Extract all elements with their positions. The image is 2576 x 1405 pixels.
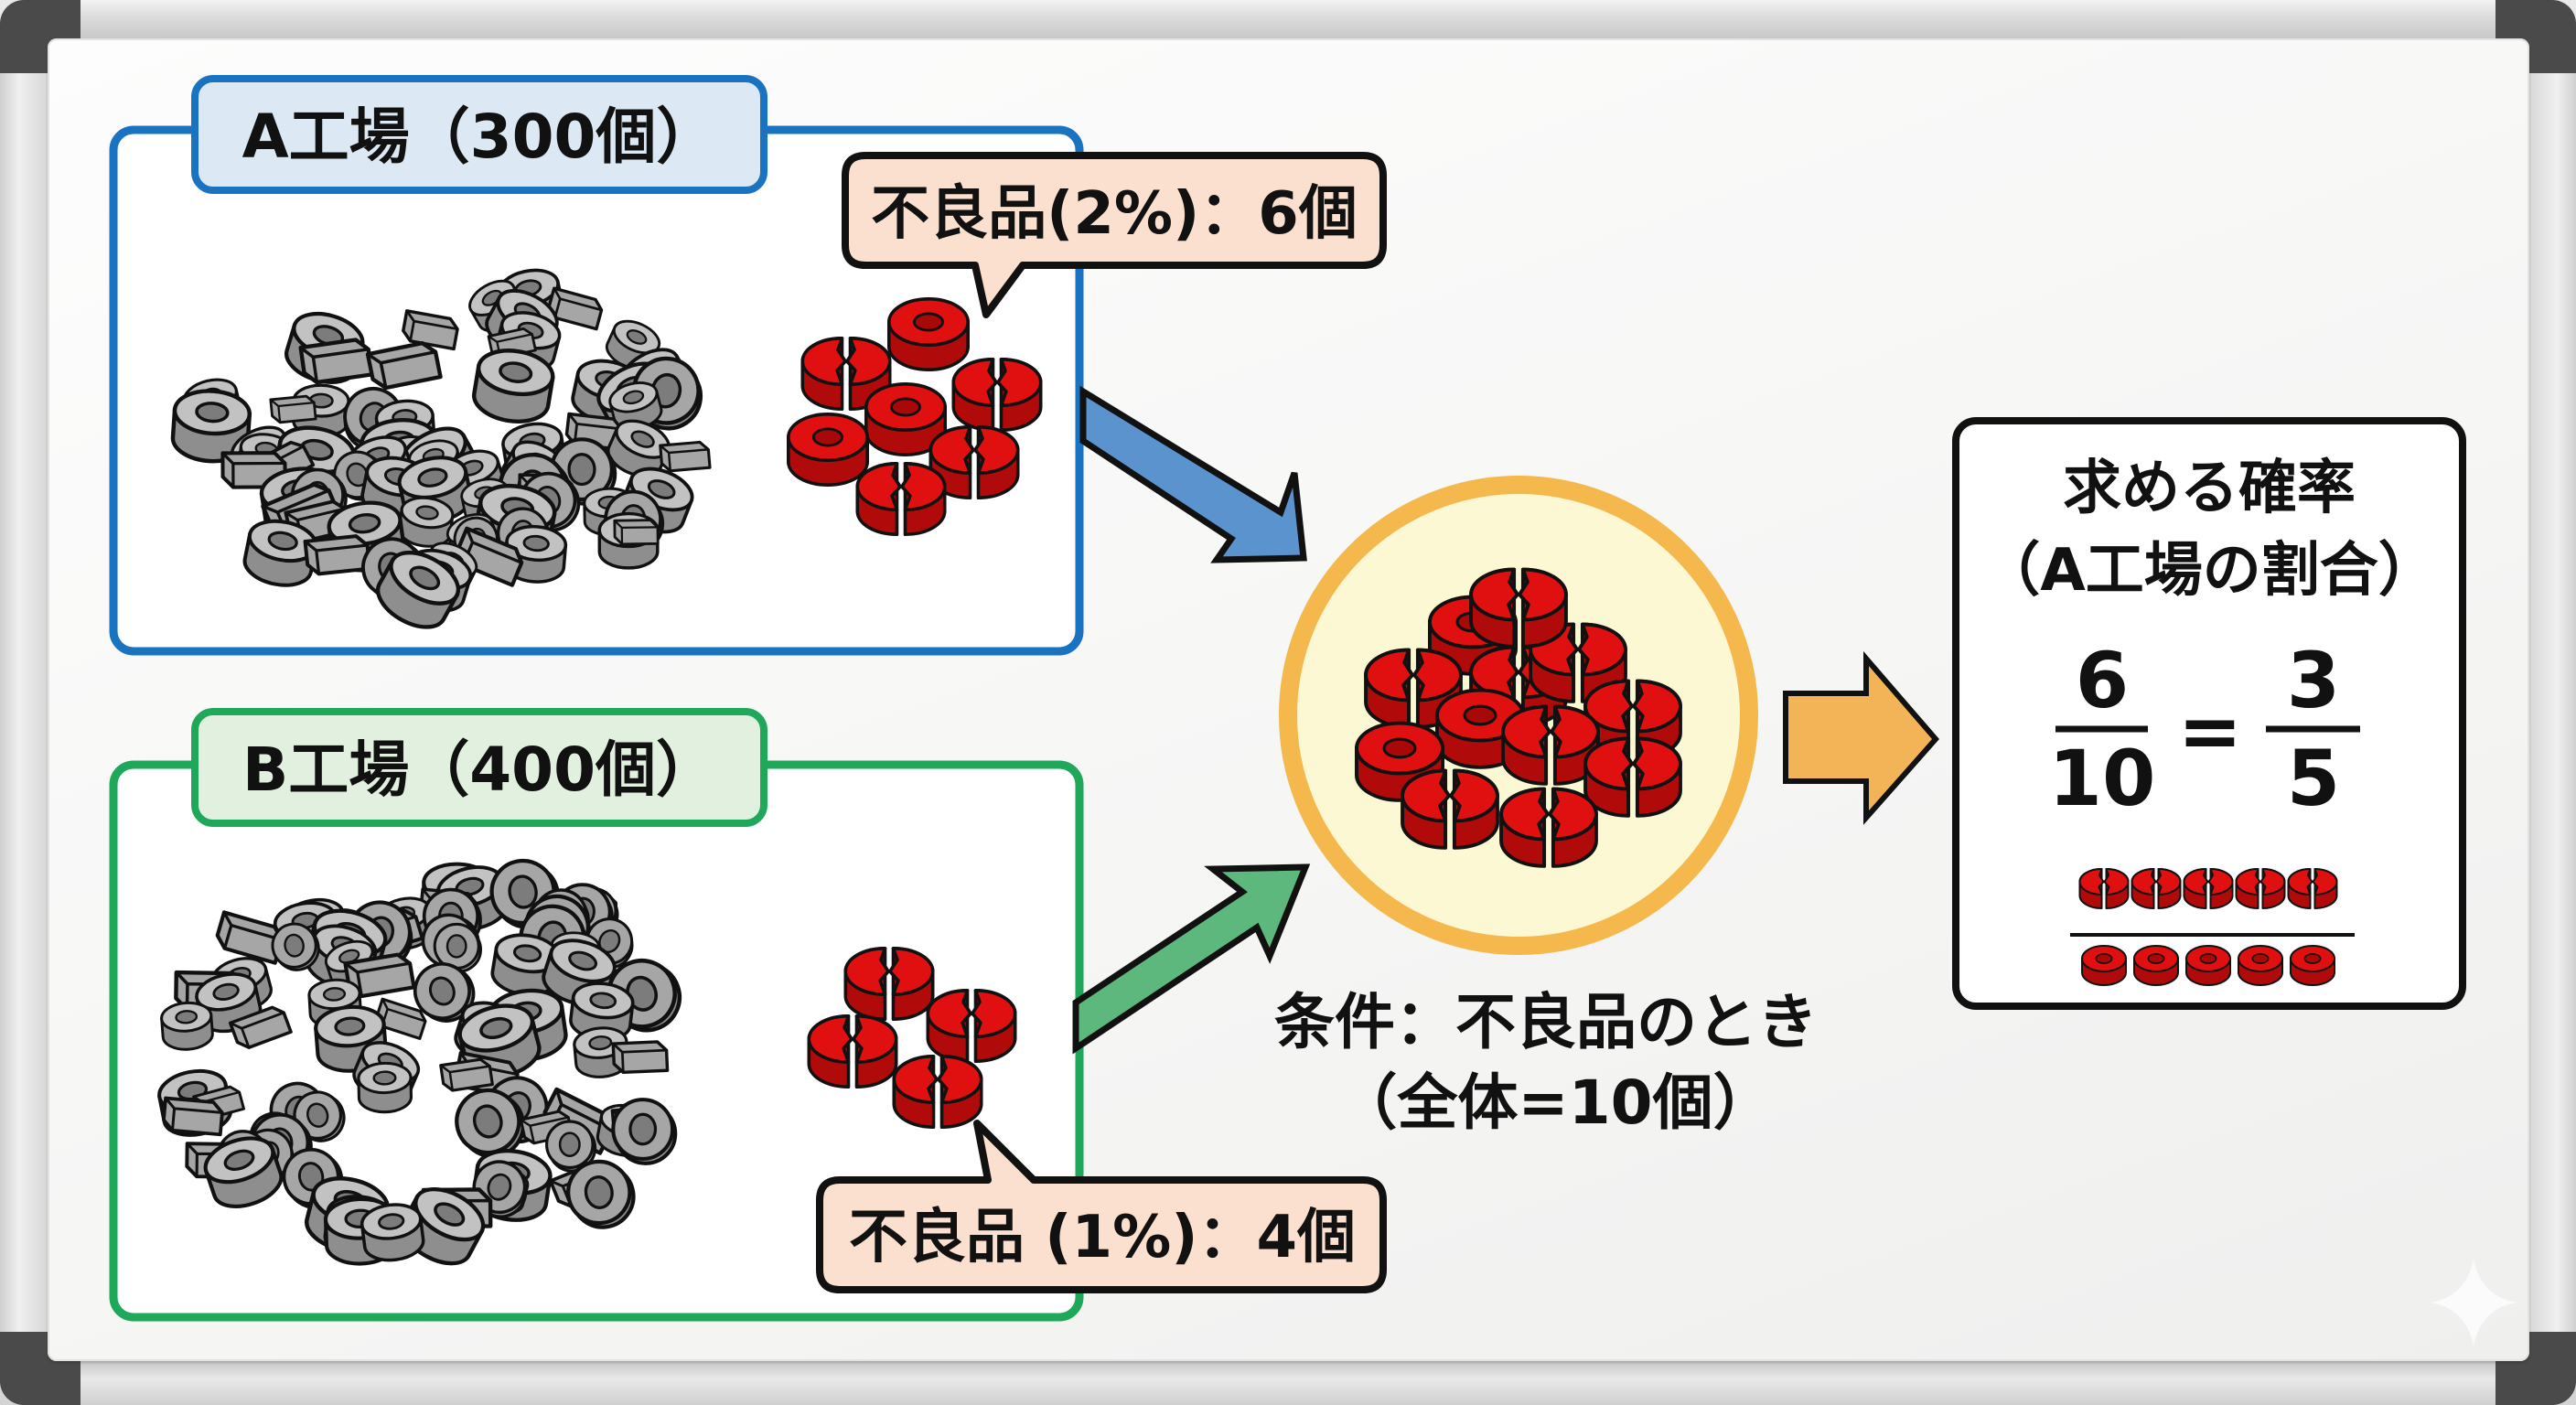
broken-part-icon xyxy=(1401,768,1499,850)
fraction-left-denominator: 10 xyxy=(2049,734,2156,823)
broken-part-icon xyxy=(892,1055,983,1129)
factory-a-label-box xyxy=(191,75,767,194)
gray-part-icon xyxy=(376,550,461,629)
gray-part-icon xyxy=(365,341,443,391)
pictograph-broken-part-icon xyxy=(2078,868,2130,909)
factory-b-defect-cluster xyxy=(807,947,1017,1129)
broken-part-icon xyxy=(926,989,1017,1063)
factory-a-defect-callout: 不良品(2%)：6個 xyxy=(842,152,1387,318)
gray-part-icon xyxy=(611,1040,670,1075)
factory-b-label-box xyxy=(191,708,767,827)
gray-part-icon xyxy=(162,1096,224,1137)
factory-a-callout-text: 不良品(2%)：6個 xyxy=(871,180,1358,248)
arrow-a-to-merge-icon xyxy=(1079,385,1307,563)
fraction-left-numerator: 6 xyxy=(2076,636,2129,725)
condition-line-1: 条件：不良品のとき xyxy=(1274,987,1818,1057)
gray-part-icon xyxy=(242,519,318,587)
gray-part-icon xyxy=(203,1136,284,1208)
factory-a-parts-pile xyxy=(170,268,712,629)
arrow-to-result-icon xyxy=(1783,650,1939,825)
gray-part-icon xyxy=(360,1203,425,1262)
result-panel: 求める確率 （A工場の割合） 6 10 = 3 5 xyxy=(1952,417,2466,1010)
fraction-right: 3 5 xyxy=(2266,636,2360,823)
gray-part-icon xyxy=(413,962,476,1023)
merged-defect-cluster xyxy=(1354,567,1682,868)
broken-part-icon xyxy=(807,1014,898,1089)
factory-a-label: A工場（300個） xyxy=(242,102,717,172)
factory-b-callout-bubble xyxy=(816,1120,1387,1293)
factory-a-callout-bubble xyxy=(842,152,1387,318)
result-title-line-2: （A工場の割合） xyxy=(1981,537,2437,605)
defect-part-icon xyxy=(886,296,970,371)
gray-part-icon xyxy=(659,440,712,473)
pictograph-intact-part-icon xyxy=(2290,945,2335,986)
result-title-line-1: 求める確率 xyxy=(2063,455,2356,522)
gray-part-icon xyxy=(545,1120,597,1173)
result-box xyxy=(1952,417,2466,1010)
gray-part-icon xyxy=(303,534,372,576)
gray-part-icon xyxy=(170,389,252,464)
pictograph-intact-row xyxy=(2081,945,2335,986)
sparkle-icon xyxy=(2430,1259,2517,1346)
pictograph-broken-part-icon xyxy=(2131,868,2182,909)
gray-part-icon xyxy=(613,519,660,546)
arrow-b-to-merge-icon xyxy=(1072,863,1311,1055)
broken-part-icon xyxy=(1583,736,1682,818)
frame-rail-top xyxy=(80,0,2496,38)
gray-part-icon xyxy=(503,524,568,584)
broken-part-icon xyxy=(951,358,1043,432)
equals-sign: = xyxy=(2178,686,2242,776)
broken-part-icon xyxy=(1501,704,1600,786)
factory-b-defect-callout: 不良品 (1%)：4個 xyxy=(816,1120,1387,1293)
gray-part-icon xyxy=(271,922,320,971)
pictograph-broken-part-icon xyxy=(2183,868,2234,909)
factory-b-callout-text: 不良品 (1%)：4個 xyxy=(849,1204,1356,1271)
gray-part-icon xyxy=(401,1186,486,1266)
gray-part-icon xyxy=(160,1001,214,1051)
broken-part-icon xyxy=(1469,567,1568,649)
gray-part-icon xyxy=(439,1057,494,1092)
pictograph-intact-part-icon xyxy=(2238,945,2283,986)
fraction-right-denominator: 5 xyxy=(2287,734,2340,823)
broken-part-icon xyxy=(1364,648,1463,729)
fraction-right-numerator: 3 xyxy=(2287,636,2340,725)
gray-part-icon xyxy=(293,1090,346,1142)
gray-part-icon xyxy=(298,338,374,385)
gray-part-icon xyxy=(402,309,459,351)
factory-b-label: B工場（400個） xyxy=(242,735,716,805)
gray-part-icon xyxy=(566,1159,636,1229)
gray-part-icon xyxy=(611,1098,678,1165)
gray-part-icon xyxy=(357,1061,413,1114)
broken-part-icon xyxy=(1499,787,1598,868)
gray-part-icon xyxy=(215,910,284,965)
gray-part-icon xyxy=(433,922,482,973)
condition-line-2: （全体=10個） xyxy=(1336,1067,1773,1138)
defect-part-icon xyxy=(786,412,869,487)
pictograph-intact-part-icon xyxy=(2133,945,2179,986)
gray-part-icon xyxy=(228,1005,293,1049)
gray-part-icon xyxy=(471,349,555,424)
frame-rail-left xyxy=(0,73,48,1332)
pictograph-broken-part-icon xyxy=(2235,868,2286,909)
merged-defects-panel: 条件：不良品のとき （全体=10個） xyxy=(1274,476,1818,1138)
gray-part-icon xyxy=(269,394,317,424)
pictograph-broken-row xyxy=(2078,868,2338,909)
broken-part-icon xyxy=(855,462,947,536)
factory-b-parts-pile xyxy=(157,858,682,1266)
broken-part-icon xyxy=(843,947,935,1021)
frame-rail-bottom xyxy=(80,1361,2496,1405)
pictograph-intact-part-icon xyxy=(2185,945,2231,986)
fraction-left: 6 10 xyxy=(2049,636,2156,823)
factory-b-panel: B工場（400個） 不良品 (1%)：4個 xyxy=(109,708,1387,1322)
broken-part-icon xyxy=(1583,679,1682,760)
pictograph-intact-part-icon xyxy=(2081,945,2127,986)
factory-a-defect-cluster xyxy=(786,296,1043,536)
pictograph-broken-part-icon xyxy=(2287,868,2338,909)
frame-rail-right xyxy=(2528,73,2576,1332)
factory-a-panel: A工場（300個） 不良品(2%)：6個 xyxy=(109,75,1387,656)
